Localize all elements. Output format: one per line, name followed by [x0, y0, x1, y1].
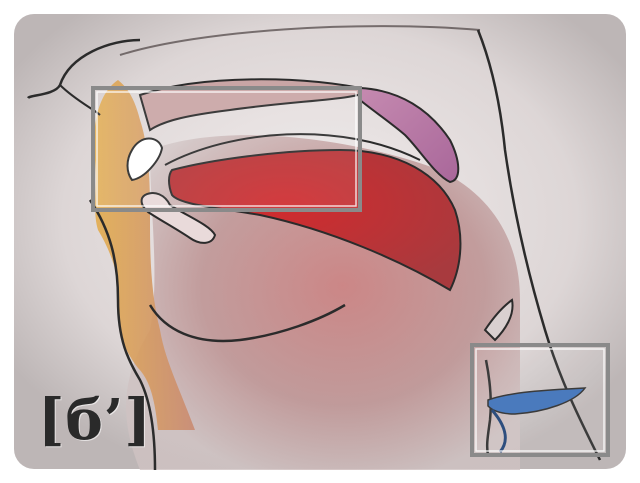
highlight-box-mouth — [93, 88, 360, 210]
phoneme-label: [б’] — [38, 392, 152, 448]
highlight-box-larynx — [472, 345, 608, 455]
